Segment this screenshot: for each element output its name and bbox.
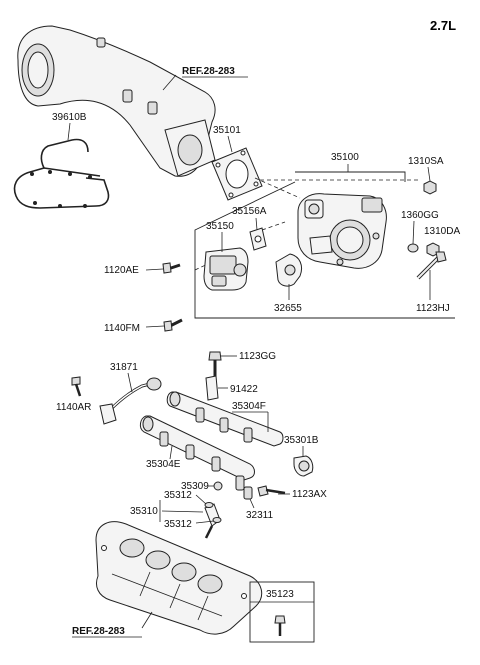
label-35310: 35310 — [130, 506, 158, 517]
injector-35310 — [204, 502, 222, 539]
leader-1310SA — [427, 166, 431, 182]
bolt-1123AX — [257, 485, 286, 497]
gasket-35156A — [249, 227, 267, 251]
label-35309: 35309 — [181, 481, 209, 492]
fuel-rail-35304E — [139, 415, 255, 491]
vacuum-hose — [13, 138, 110, 209]
label-1123HJ: 1123HJ — [416, 303, 450, 314]
sensor-35309 — [213, 481, 223, 491]
leader-35312-bottom — [195, 520, 215, 524]
throttle-body — [297, 193, 387, 269]
fuel-rail-35304F — [166, 391, 284, 447]
leader-39610B — [67, 122, 71, 141]
label-91422: 91422 — [230, 384, 258, 395]
bolt-1140FM — [163, 318, 183, 332]
label-1140FM: 1140FM — [104, 323, 140, 334]
leader-32311 — [249, 498, 255, 509]
label-1360GG: 1360GG — [401, 210, 439, 221]
ref-top-label: REF.28-283 — [182, 66, 235, 77]
regulator-35301B — [293, 455, 314, 477]
label-35301B: 35301B — [284, 435, 319, 446]
leader-31871 — [127, 372, 133, 393]
label-35150: 35150 — [206, 221, 234, 232]
sensor-32311 — [243, 486, 253, 500]
leader-1360GG — [412, 220, 415, 245]
label-31871: 31871 — [110, 362, 138, 373]
bolt-1120AE — [162, 262, 181, 274]
label-39610B: 39610B — [52, 112, 87, 123]
leader-1120AE — [145, 268, 164, 271]
ref-bottom-leader — [141, 611, 153, 629]
bolt-1140AR — [71, 376, 82, 397]
label-1123AX: 1123AX — [292, 489, 327, 500]
leader-35310 — [161, 510, 204, 513]
label-35123: 35123 — [266, 589, 294, 600]
bracket-91422 — [205, 375, 219, 401]
tps-32655 — [275, 253, 303, 287]
label-32655: 32655 — [274, 303, 302, 314]
nut-1310SA — [423, 180, 437, 195]
leader-1140FM — [145, 325, 165, 328]
ref-bottom-label: REF.28-283 — [72, 626, 125, 637]
leader-35156A — [255, 217, 258, 231]
intake-plenum — [17, 25, 216, 177]
inset-35123 — [249, 581, 315, 643]
washer-1360GG — [407, 243, 419, 253]
label-1140AR: 1140AR — [56, 402, 91, 413]
label-35312-top: 35312 — [164, 490, 192, 501]
leader-35101 — [227, 135, 233, 153]
label-1310SA: 1310SA — [408, 156, 444, 167]
label-35156A: 35156A — [232, 206, 267, 217]
throttle-group-box — [194, 181, 455, 319]
label-32311: 32311 — [246, 510, 274, 521]
leader-35304E — [169, 445, 173, 460]
label-35304F: 35304F — [232, 401, 266, 412]
gasket-35101 — [211, 147, 263, 201]
bolt-1123HJ — [416, 251, 447, 280]
ref-top-leader — [162, 74, 177, 91]
label-35100: 35100 — [331, 152, 359, 163]
idle-actuator-35150 — [203, 247, 249, 291]
fuel-pipe-31871 — [99, 377, 162, 425]
label-35304E: 35304E — [146, 459, 181, 470]
leader-35312-top — [195, 494, 207, 505]
label-1123GG: 1123GG — [239, 351, 276, 362]
label-1310DA: 1310DA — [424, 226, 460, 237]
label-35101: 35101 — [213, 125, 241, 136]
lower-intake-manifold — [95, 521, 263, 635]
engine-label: 2.7L — [430, 18, 456, 33]
label-1120AE: 1120AE — [104, 265, 139, 276]
label-35312-bottom: 35312 — [164, 519, 192, 530]
